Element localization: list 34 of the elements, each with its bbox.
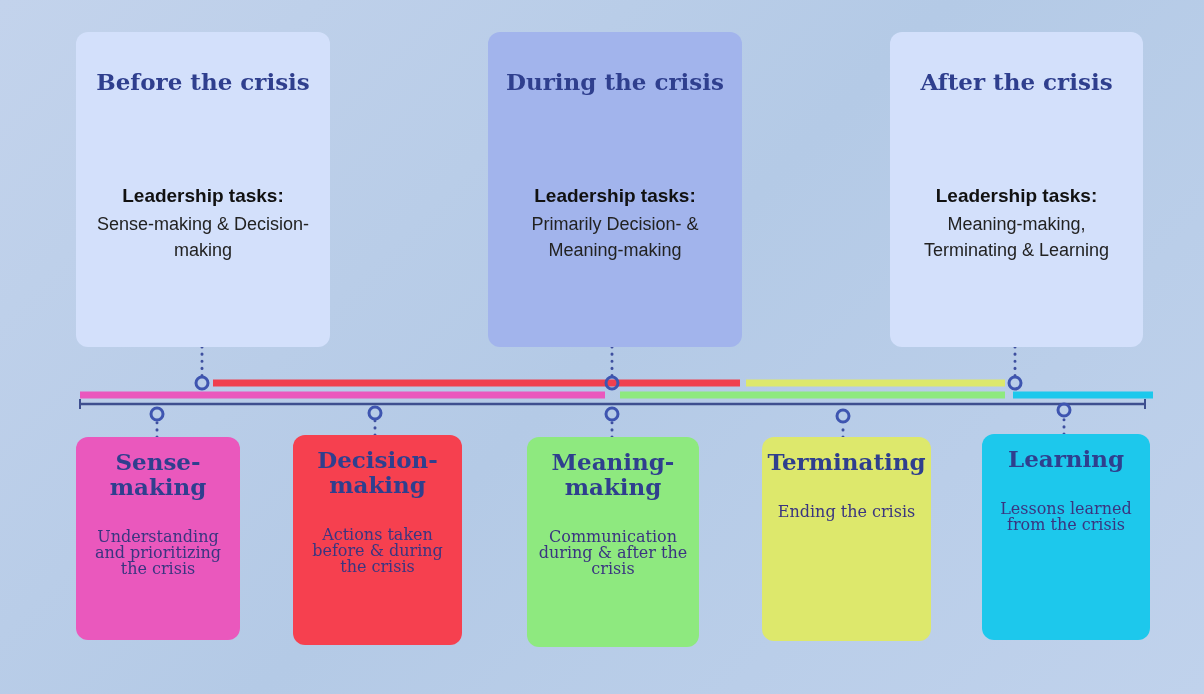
phase-heading: After the crisis bbox=[920, 68, 1113, 95]
tasks-text: Sense-making & Decision-making bbox=[95, 213, 311, 262]
leader-line bbox=[1062, 415, 1066, 436]
phase-heading: Before the crisis bbox=[96, 68, 310, 95]
tasks-heading: Leadership tasks: bbox=[534, 185, 696, 207]
phase-heading: During the crisis bbox=[506, 68, 724, 95]
phase-card bbox=[890, 32, 1143, 347]
task-card bbox=[293, 435, 462, 645]
task-card bbox=[762, 437, 931, 641]
tasks-heading: Leadership tasks: bbox=[935, 185, 1098, 207]
task-card bbox=[527, 437, 699, 647]
phase-card bbox=[488, 32, 742, 347]
task-card bbox=[76, 437, 240, 640]
tasks-heading: Leadership tasks: bbox=[122, 185, 284, 207]
phase-card bbox=[76, 32, 330, 347]
tasks-text: Meaning-making, Terminating & Learning bbox=[922, 213, 1111, 262]
task-heading: Terminating bbox=[767, 449, 926, 474]
task-card bbox=[982, 434, 1150, 640]
leader-line bbox=[373, 418, 377, 437]
task-heading: Learning bbox=[1007, 446, 1125, 471]
task-description: Understanding and prioritizing the crisis bbox=[93, 529, 223, 577]
task-description: Communication during & after the crisis bbox=[537, 529, 689, 577]
leader-line bbox=[610, 345, 614, 378]
task-description: Ending the crisis bbox=[777, 504, 916, 520]
leader-line bbox=[610, 419, 614, 439]
tasks-text: Primarily Decision- & Meaning-making bbox=[530, 213, 700, 262]
task-heading: Meaning-making bbox=[550, 449, 676, 499]
leader-line bbox=[200, 345, 204, 378]
task-description: Lessons learned from the crisis bbox=[999, 501, 1133, 533]
task-heading: Decision-making bbox=[316, 447, 439, 497]
task-heading: Sense-making bbox=[108, 449, 208, 499]
task-description: Actions taken before & during the crisis bbox=[311, 527, 444, 575]
leader-line bbox=[1013, 345, 1017, 378]
leader-line bbox=[155, 419, 159, 439]
